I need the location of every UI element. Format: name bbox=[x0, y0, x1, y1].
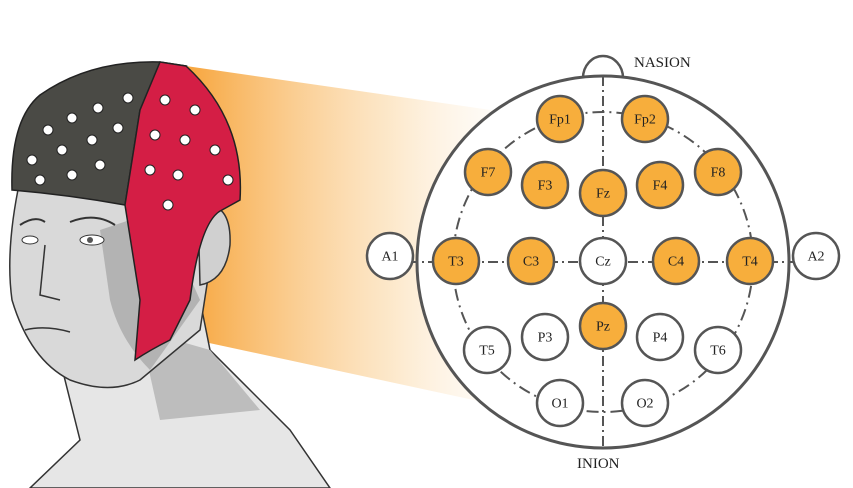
electrode-label-t5: T5 bbox=[479, 344, 495, 359]
pupil-right bbox=[87, 237, 93, 243]
electrode-label-f8: F8 bbox=[711, 166, 726, 181]
electrode-label-o1: O1 bbox=[551, 397, 568, 412]
electrode-label-o2: O2 bbox=[636, 397, 653, 412]
head-illustration bbox=[9, 61, 331, 488]
electrode-label-p3: P3 bbox=[538, 331, 553, 346]
electrode-fp2 bbox=[620, 94, 670, 144]
electrode-label-t6: T6 bbox=[710, 344, 726, 359]
electrode-label-pz: Pz bbox=[596, 320, 610, 335]
electrode-p4 bbox=[635, 312, 685, 362]
electrode-fz bbox=[578, 168, 628, 218]
eeg-cap-dark bbox=[11, 61, 188, 206]
eye-left bbox=[21, 235, 39, 245]
electrode-label-fp1: Fp1 bbox=[549, 113, 571, 128]
electrode-label-f7: F7 bbox=[481, 166, 496, 181]
electrode-label-p4: P4 bbox=[653, 331, 668, 346]
electrode-o2 bbox=[620, 378, 670, 428]
electrode-c4 bbox=[651, 236, 701, 286]
electrode-t3 bbox=[431, 236, 481, 286]
electrode-label-cz: Cz bbox=[595, 255, 611, 270]
cap-electrodes bbox=[26, 92, 234, 211]
brow-right bbox=[69, 216, 116, 226]
electrode-t6 bbox=[693, 325, 743, 375]
electrode-a2 bbox=[791, 231, 841, 281]
electrode-o1 bbox=[535, 378, 585, 428]
electrode-label-t3: T3 bbox=[448, 255, 464, 270]
electrode-f7 bbox=[463, 147, 513, 197]
electrode-fp1 bbox=[535, 94, 585, 144]
electrode-label-fz: Fz bbox=[596, 187, 610, 202]
electrode-label-c4: C4 bbox=[668, 255, 684, 270]
nose bbox=[39, 244, 61, 301]
electrode-label-a1: A1 bbox=[381, 250, 398, 265]
electrode-t4 bbox=[725, 236, 775, 286]
electrode-f8 bbox=[693, 147, 743, 197]
electrode-f4 bbox=[635, 160, 685, 210]
brow-left bbox=[19, 218, 46, 226]
electrode-pz bbox=[578, 301, 628, 351]
nasion-bump bbox=[581, 54, 625, 79]
electrode-label-a2: A2 bbox=[807, 250, 824, 265]
mouth bbox=[24, 327, 71, 333]
electrode-a1 bbox=[365, 231, 415, 281]
electrode-label-f3: F3 bbox=[538, 179, 553, 194]
electrode-label-fp2: Fp2 bbox=[634, 113, 656, 128]
electrode-t5 bbox=[462, 325, 512, 375]
electrode-label-c3: C3 bbox=[523, 255, 539, 270]
nasion-label: NASION bbox=[634, 55, 691, 71]
electrode-c3 bbox=[506, 236, 556, 286]
electrode-f3 bbox=[520, 160, 570, 210]
inion-label: INION bbox=[577, 456, 620, 472]
electrode-p3 bbox=[520, 312, 570, 362]
electrode-label-t4: T4 bbox=[742, 255, 758, 270]
electrode-label-f4: F4 bbox=[653, 179, 668, 194]
electrode-cz bbox=[578, 236, 628, 286]
